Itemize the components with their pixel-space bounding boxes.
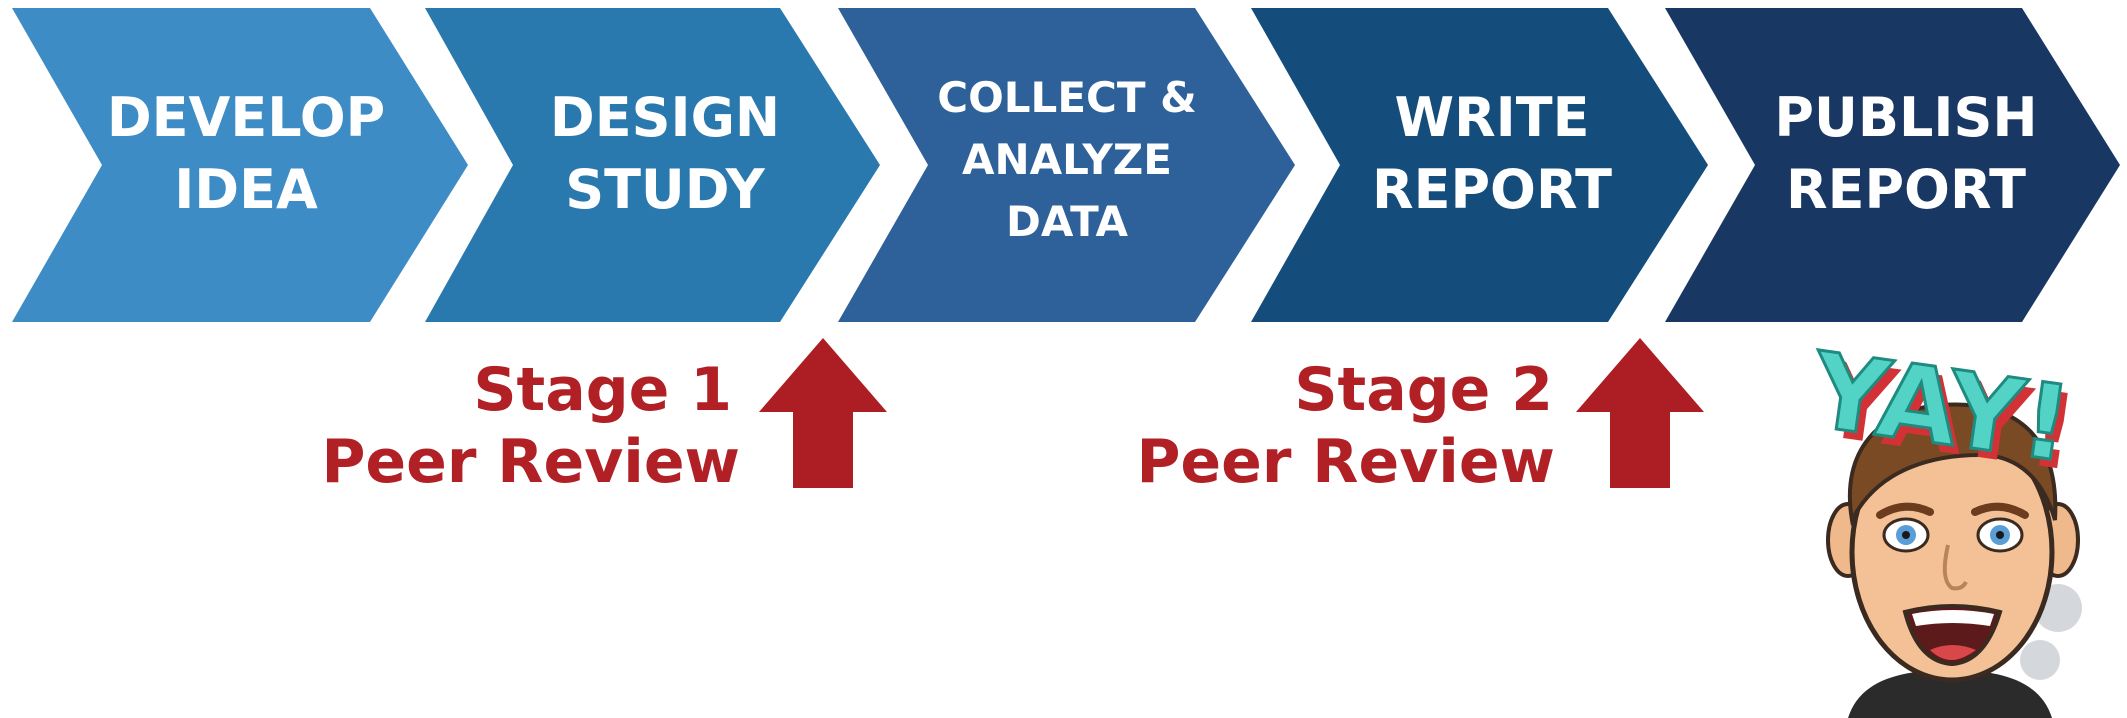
step-3-line-3: DATA — [1006, 197, 1128, 246]
chevron-write-report — [1251, 8, 1708, 322]
chevron-collect-analyze — [838, 8, 1295, 322]
stage-1-review: Stage 1 Peer Review — [321, 338, 887, 497]
step-5-line-1: PUBLISH — [1774, 86, 2037, 149]
stage-2-up-arrow-icon — [1576, 338, 1704, 488]
step-5-line-2: REPORT — [1786, 158, 2026, 221]
stage-2-label: Stage 2 — [1294, 355, 1553, 425]
stage-1-peer-review-label: Peer Review — [321, 427, 740, 497]
chevron-design-study — [425, 8, 880, 322]
step-2-line-1: DESIGN — [550, 86, 780, 149]
step-1-line-2: IDEA — [174, 158, 318, 221]
step-3-line-1: COLLECT & — [937, 73, 1196, 122]
chevron-publish-report — [1665, 8, 2120, 322]
stage-2-review: Stage 2 Peer Review — [1136, 338, 1704, 497]
avatar-icon: YAY! YAY! — [1802, 327, 2085, 718]
step-2-line-2: STUDY — [565, 158, 765, 221]
stage-1-label: Stage 1 — [473, 355, 732, 425]
process-chevrons — [12, 8, 2120, 322]
chevron-develop-idea — [12, 8, 468, 322]
step-4-line-1: WRITE — [1395, 86, 1590, 149]
chevron-labels: DEVELOP IDEA DESIGN STUDY COLLECT & ANAL… — [107, 73, 2038, 246]
stage-1-up-arrow-icon — [759, 338, 887, 488]
step-3-line-2: ANALYZE — [962, 135, 1172, 184]
step-1-line-1: DEVELOP — [107, 86, 385, 149]
stage-2-peer-review-label: Peer Review — [1136, 427, 1555, 497]
step-4-line-2: REPORT — [1372, 158, 1612, 221]
